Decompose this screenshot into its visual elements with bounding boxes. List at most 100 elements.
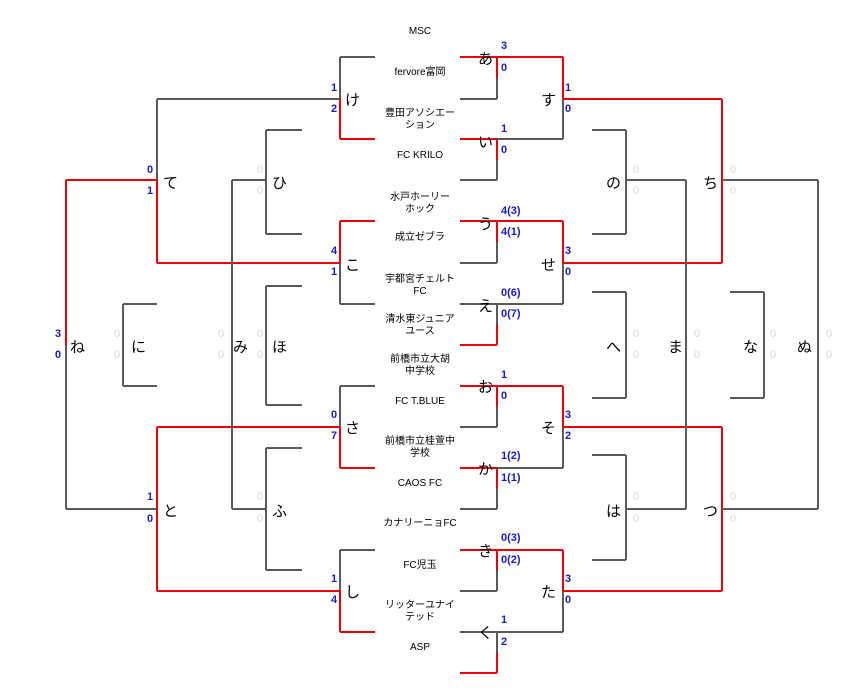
score-o-top: 1	[501, 369, 508, 381]
match-ni: に	[131, 339, 147, 356]
score-ku-bottom: 2	[501, 636, 508, 648]
score-fu-top: 0	[257, 491, 264, 503]
match-ha: は	[606, 503, 622, 520]
score-nu-bottom: 0	[826, 349, 833, 361]
match-su: す	[541, 92, 557, 109]
score-no-top: 0	[633, 164, 640, 176]
match-ta: た	[541, 584, 557, 601]
team-caos: CAOS FC	[397, 478, 443, 489]
score-te-top: 0	[147, 164, 154, 176]
score-mi-top: 0	[218, 328, 225, 340]
match-o: お	[478, 379, 494, 396]
score-ta-bottom: 0	[565, 594, 572, 606]
score-o-bottom: 0	[501, 390, 508, 402]
score-hi-top: 0	[257, 164, 264, 176]
match-a: あ	[478, 51, 494, 68]
score-i-bottom: 0	[501, 144, 508, 156]
score-hi-bottom: 0	[257, 185, 264, 197]
match-fu: ふ	[272, 503, 288, 520]
match-tsu: つ	[703, 503, 719, 520]
team-asp: ASP	[409, 642, 431, 653]
team-shimizu: 清水東ジュニアユース	[385, 314, 455, 337]
score-tsu-top: 0	[730, 491, 737, 503]
score-ki-top: 0(3)	[501, 532, 521, 544]
match-se: せ	[541, 257, 557, 274]
score-so-top: 3	[565, 409, 572, 421]
score-to-top: 1	[147, 491, 154, 503]
score-ka-top: 1(2)	[501, 450, 521, 462]
score-te-bottom: 1	[147, 185, 154, 197]
score-a-top: 3	[501, 40, 508, 52]
score-ne-top: 3	[55, 328, 62, 340]
match-shi: し	[345, 584, 361, 601]
match-ho: ほ	[272, 339, 288, 356]
score-e-top: 0(6)	[501, 287, 521, 299]
score-ho-top: 0	[257, 328, 264, 340]
match-he: へ	[606, 339, 622, 356]
score-to-bottom: 0	[147, 513, 154, 525]
score-ha-top: 0	[633, 491, 640, 503]
match-to: と	[163, 503, 179, 520]
score-u-bottom: 4(1)	[501, 226, 521, 238]
match-ma: ま	[668, 339, 684, 356]
score-ki-bottom: 0(2)	[501, 554, 521, 566]
match-ku: く	[478, 625, 494, 642]
team-krilo: FC KRILO	[396, 150, 444, 161]
score-nu-top: 0	[826, 328, 833, 340]
score-se-top: 3	[565, 245, 572, 257]
team-kodama: FC児玉	[403, 560, 437, 571]
score-na-top: 0	[770, 328, 777, 340]
team-ritter: リッターユナイテッド	[385, 600, 455, 623]
score-ne-bottom: 0	[55, 349, 62, 361]
team-seiritsu: 成立ゼブラ	[395, 232, 445, 243]
score-ni-top: 0	[114, 328, 121, 340]
score-tsu-bottom: 0	[730, 513, 737, 525]
score-na-bottom: 0	[770, 349, 777, 361]
score-ke-top: 1	[331, 82, 338, 94]
score-fu-bottom: 0	[257, 513, 264, 525]
score-sa-top: 0	[331, 409, 338, 421]
score-ma-bottom: 0	[694, 349, 701, 361]
match-nu: ぬ	[797, 339, 813, 356]
score-ta-top: 3	[565, 573, 572, 585]
team-tblue: FC T.BLUE	[395, 396, 445, 407]
score-no-bottom: 0	[633, 185, 640, 197]
score-e-bottom: 0(7)	[501, 308, 521, 320]
team-maebashi-keiei: 前橋市立桂萱中学校	[385, 436, 455, 459]
score-se-bottom: 0	[565, 266, 572, 278]
team-msc: MSC	[408, 26, 432, 37]
team-canary: カナリーニョFC	[383, 518, 457, 529]
score-i-top: 1	[501, 123, 508, 135]
match-na: な	[743, 339, 759, 356]
score-su-top: 1	[565, 82, 572, 94]
score-u-top: 4(3)	[501, 205, 521, 217]
score-sa-bottom: 7	[331, 430, 338, 442]
match-ka: か	[478, 461, 494, 478]
score-ma-top: 0	[694, 328, 701, 340]
team-utsunomiya: 宇都宮チェルトFC	[385, 274, 455, 297]
match-no: の	[606, 175, 622, 192]
match-ki: き	[478, 543, 494, 560]
score-chi-top: 0	[730, 164, 737, 176]
match-hi: ひ	[272, 175, 288, 192]
match-ke: け	[345, 92, 361, 109]
team-toyota: 豊田アソシエーション	[385, 108, 455, 131]
match-so: そ	[541, 420, 557, 437]
score-ke-bottom: 2	[331, 103, 338, 115]
score-shi-bottom: 4	[331, 594, 338, 606]
match-te: て	[163, 175, 179, 192]
match-chi: ち	[703, 175, 719, 192]
score-ho-bottom: 0	[257, 349, 264, 361]
match-ne: ね	[70, 339, 86, 356]
team-mito: 水戸ホーリーホック	[390, 192, 450, 215]
match-u: う	[478, 216, 494, 233]
score-ka-bottom: 1(1)	[501, 472, 521, 484]
team-maebashi-taiko: 前橋市立大胡中学校	[390, 354, 450, 377]
team-fervore: fervore富岡	[394, 67, 446, 78]
score-he-bottom: 0	[633, 349, 640, 361]
score-ko-top: 4	[331, 245, 338, 257]
score-he-top: 0	[633, 328, 640, 340]
score-su-bottom: 0	[565, 103, 572, 115]
